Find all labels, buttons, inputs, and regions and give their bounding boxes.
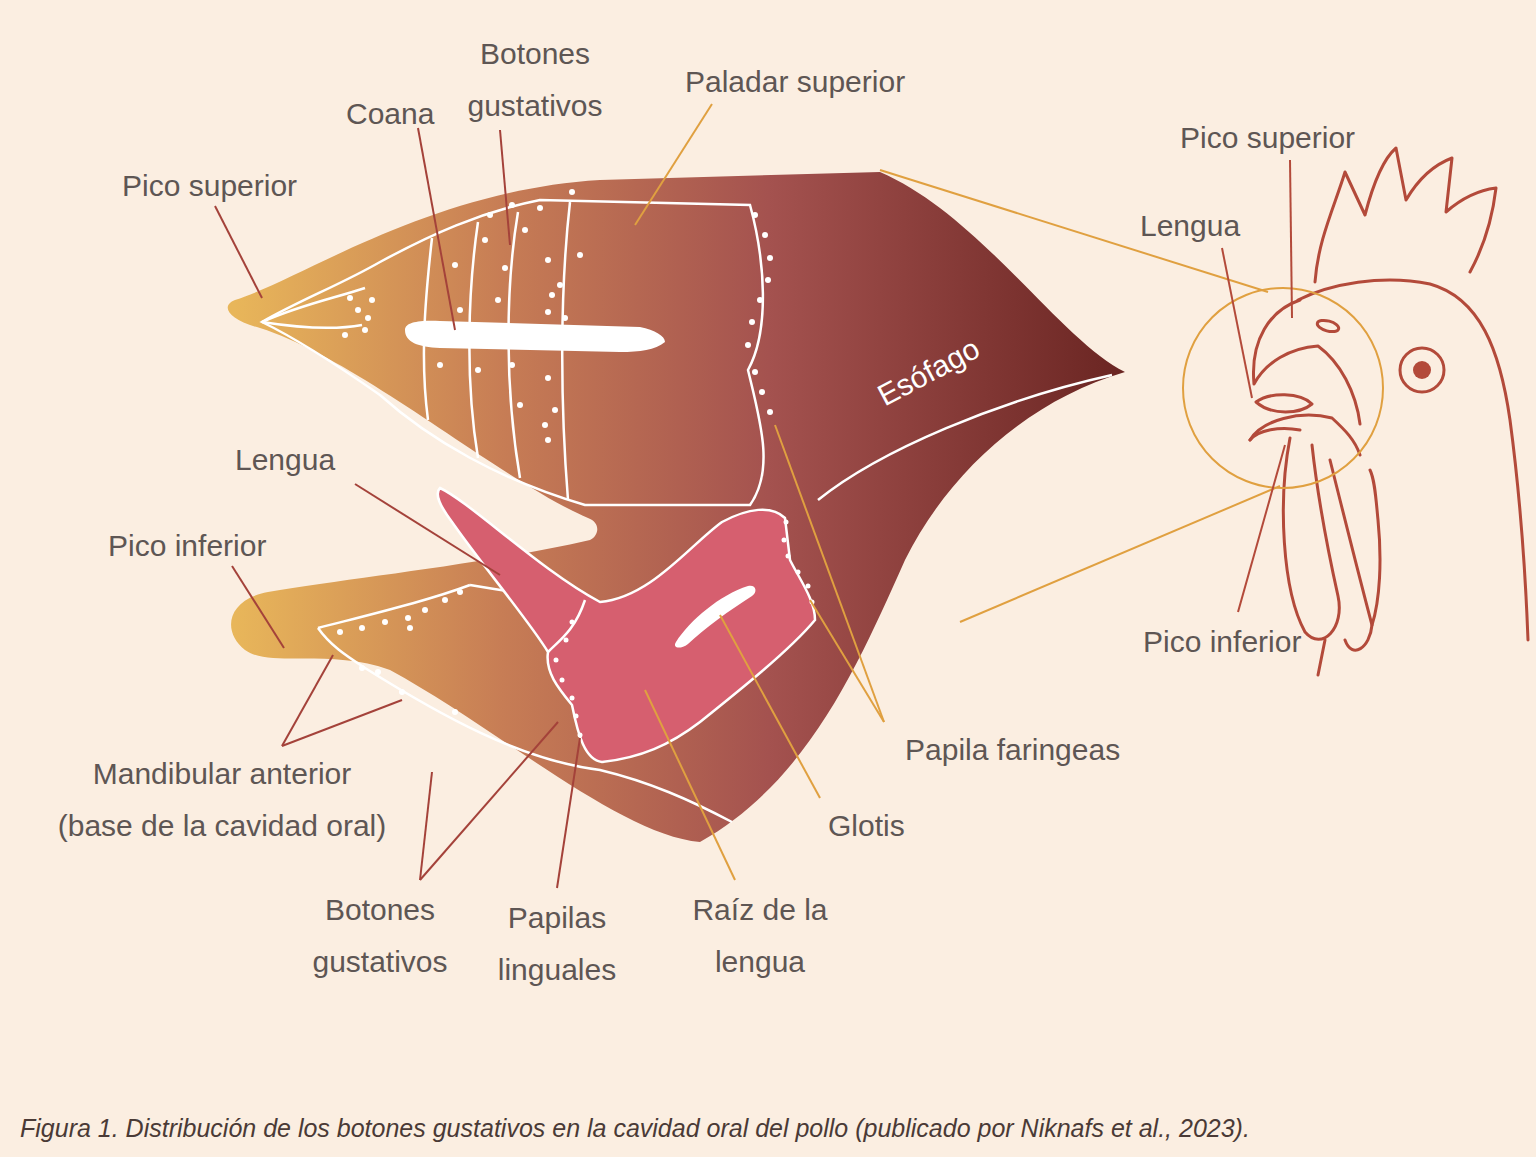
part-label: Pico superior (1180, 112, 1355, 164)
choana (405, 321, 665, 352)
part-label: Botones gustativos (450, 28, 620, 132)
esophagus-line (818, 375, 1112, 500)
part-label: Paladar superior (685, 56, 905, 108)
glottis (675, 586, 756, 648)
part-label: Papila faringeas (905, 724, 1120, 776)
tongue (438, 488, 815, 762)
figure-caption: Figura 1. Distribución de los botones gu… (20, 1112, 1520, 1144)
part-label: Pico inferior (1143, 616, 1301, 668)
tongue-fold (548, 600, 585, 652)
part-label: Lengua (235, 434, 335, 486)
part-label: Mandibular anterior (base de la cavidad … (54, 748, 390, 852)
part-label: Coana (346, 88, 434, 140)
part-label: Esófago (868, 323, 990, 421)
part-label: Botones gustativos (295, 884, 465, 988)
palate-outline (262, 200, 764, 505)
part-label: Papilas linguales (482, 892, 632, 996)
zoom-circle (1183, 288, 1383, 488)
part-label: Pico superior (122, 160, 297, 212)
rooster-head (1250, 148, 1528, 675)
head-shape (228, 172, 1125, 842)
leader-lines (215, 104, 1280, 888)
part-label: Glotis (828, 800, 905, 852)
part-label: Raíz de la lengua (685, 884, 835, 988)
part-label: Pico inferior (108, 520, 266, 572)
rooster-eye (1413, 361, 1431, 379)
part-label: Lengua (1140, 200, 1240, 252)
